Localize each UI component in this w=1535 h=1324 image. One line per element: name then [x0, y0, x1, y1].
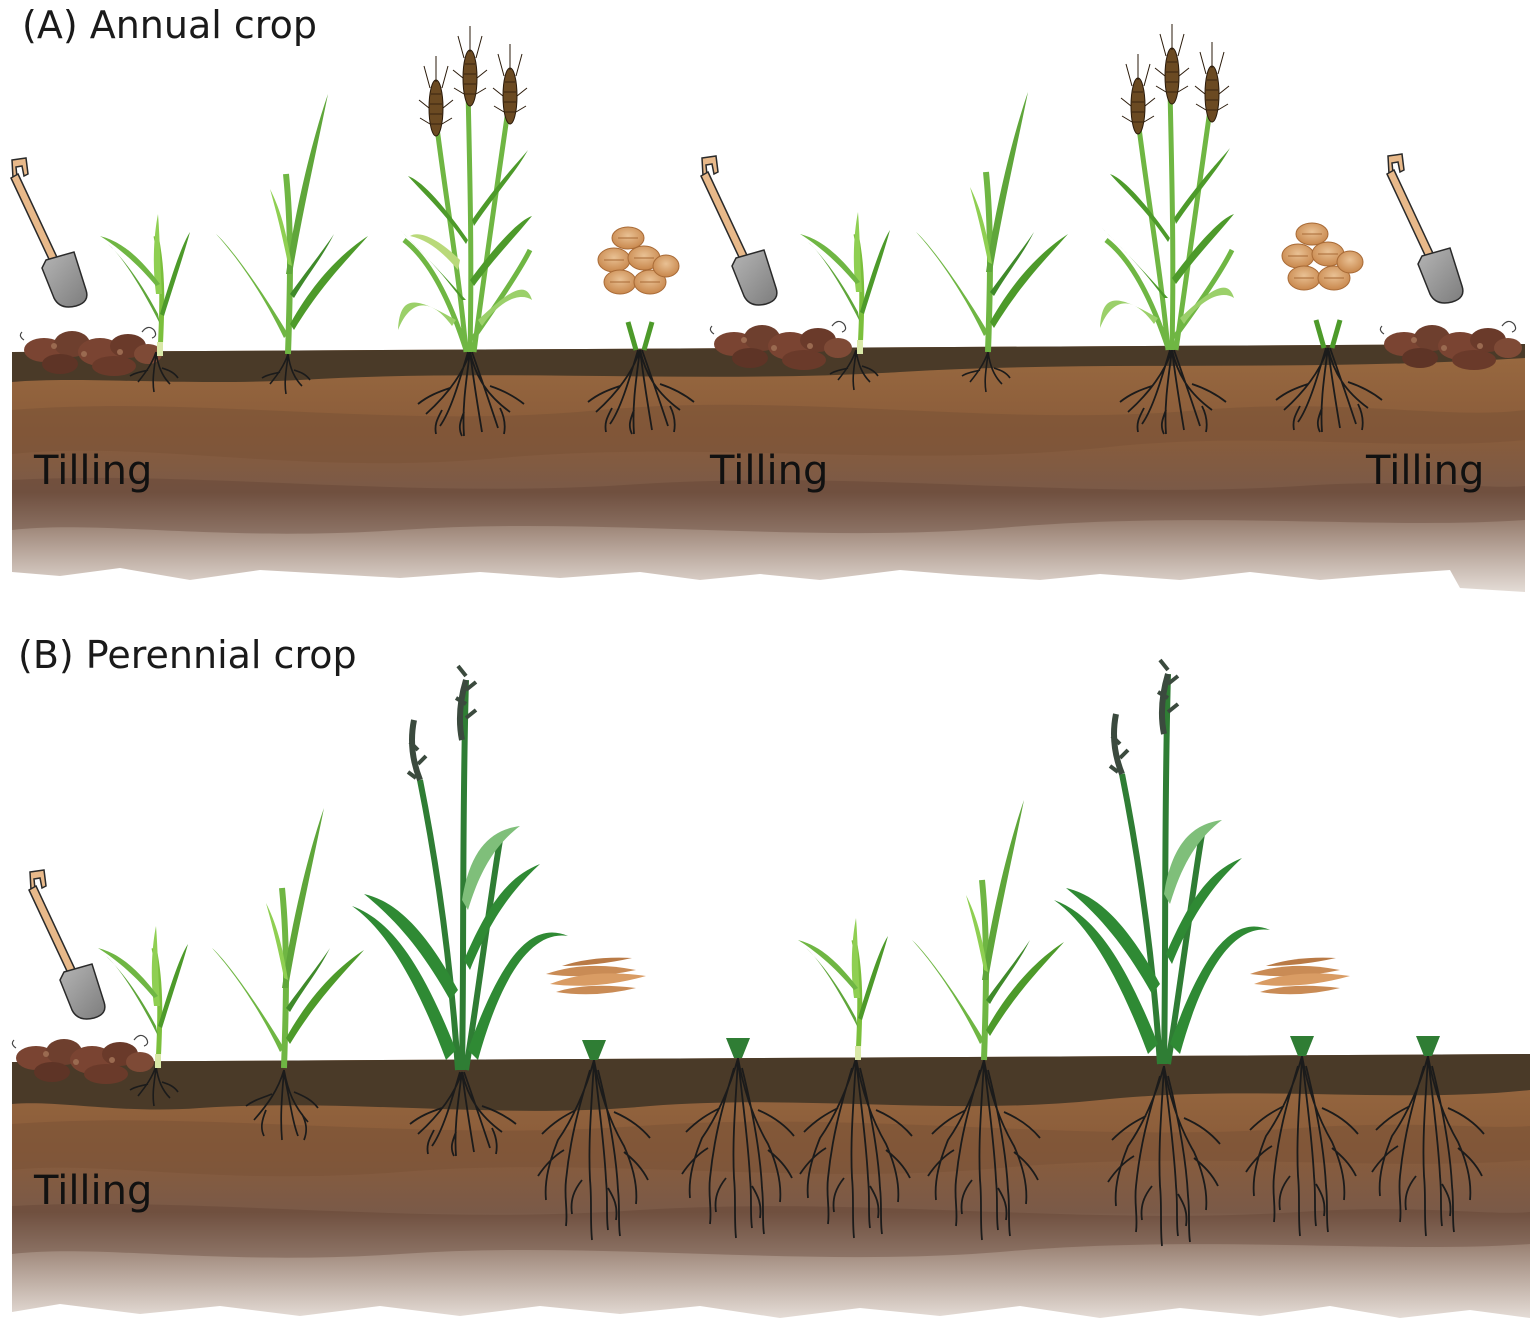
shovel-icon	[700, 155, 778, 306]
topsoil-layer-a	[12, 344, 1525, 382]
annual-harvested-stub	[1275, 222, 1383, 433]
tilling-label: Tilling	[709, 448, 828, 494]
panel-annual-crop: (A) Annual crop	[10, 3, 1525, 592]
tilling-label: Tilling	[33, 1168, 152, 1214]
soil-band-deep-a	[12, 477, 1525, 534]
shovel-icon	[28, 869, 106, 1020]
perennial-mature-plant	[1054, 658, 1270, 1247]
perennial-seed-head-icon	[1111, 673, 1171, 776]
panel-b-title: (B) Perennial crop	[18, 633, 357, 677]
shovel-icon	[1386, 153, 1464, 304]
perennial-mature-plant	[352, 664, 568, 1157]
soil-band-mid-b	[12, 1120, 1530, 1177]
soil-profile-b	[12, 1054, 1530, 1318]
perennial-seed-head-icon	[409, 679, 469, 782]
tilling-label: Tilling	[33, 448, 152, 494]
tilling-label: Tilling	[1365, 448, 1484, 494]
soil-band-mid-a	[12, 404, 1525, 464]
annual-young-plant	[216, 94, 368, 395]
topsoil-layer-b	[12, 1054, 1530, 1111]
soil-profile-a	[12, 344, 1525, 592]
soil-band-deep-b	[12, 1203, 1530, 1258]
shovel-icon	[10, 157, 88, 308]
annual-mature-wheat	[398, 25, 533, 437]
panel-a-title: (A) Annual crop	[22, 3, 317, 47]
annual-harvested-stub	[587, 226, 695, 435]
panel-perennial-crop: (B) Perennial crop	[11, 633, 1530, 1318]
annual-mature-wheat	[1100, 23, 1235, 435]
